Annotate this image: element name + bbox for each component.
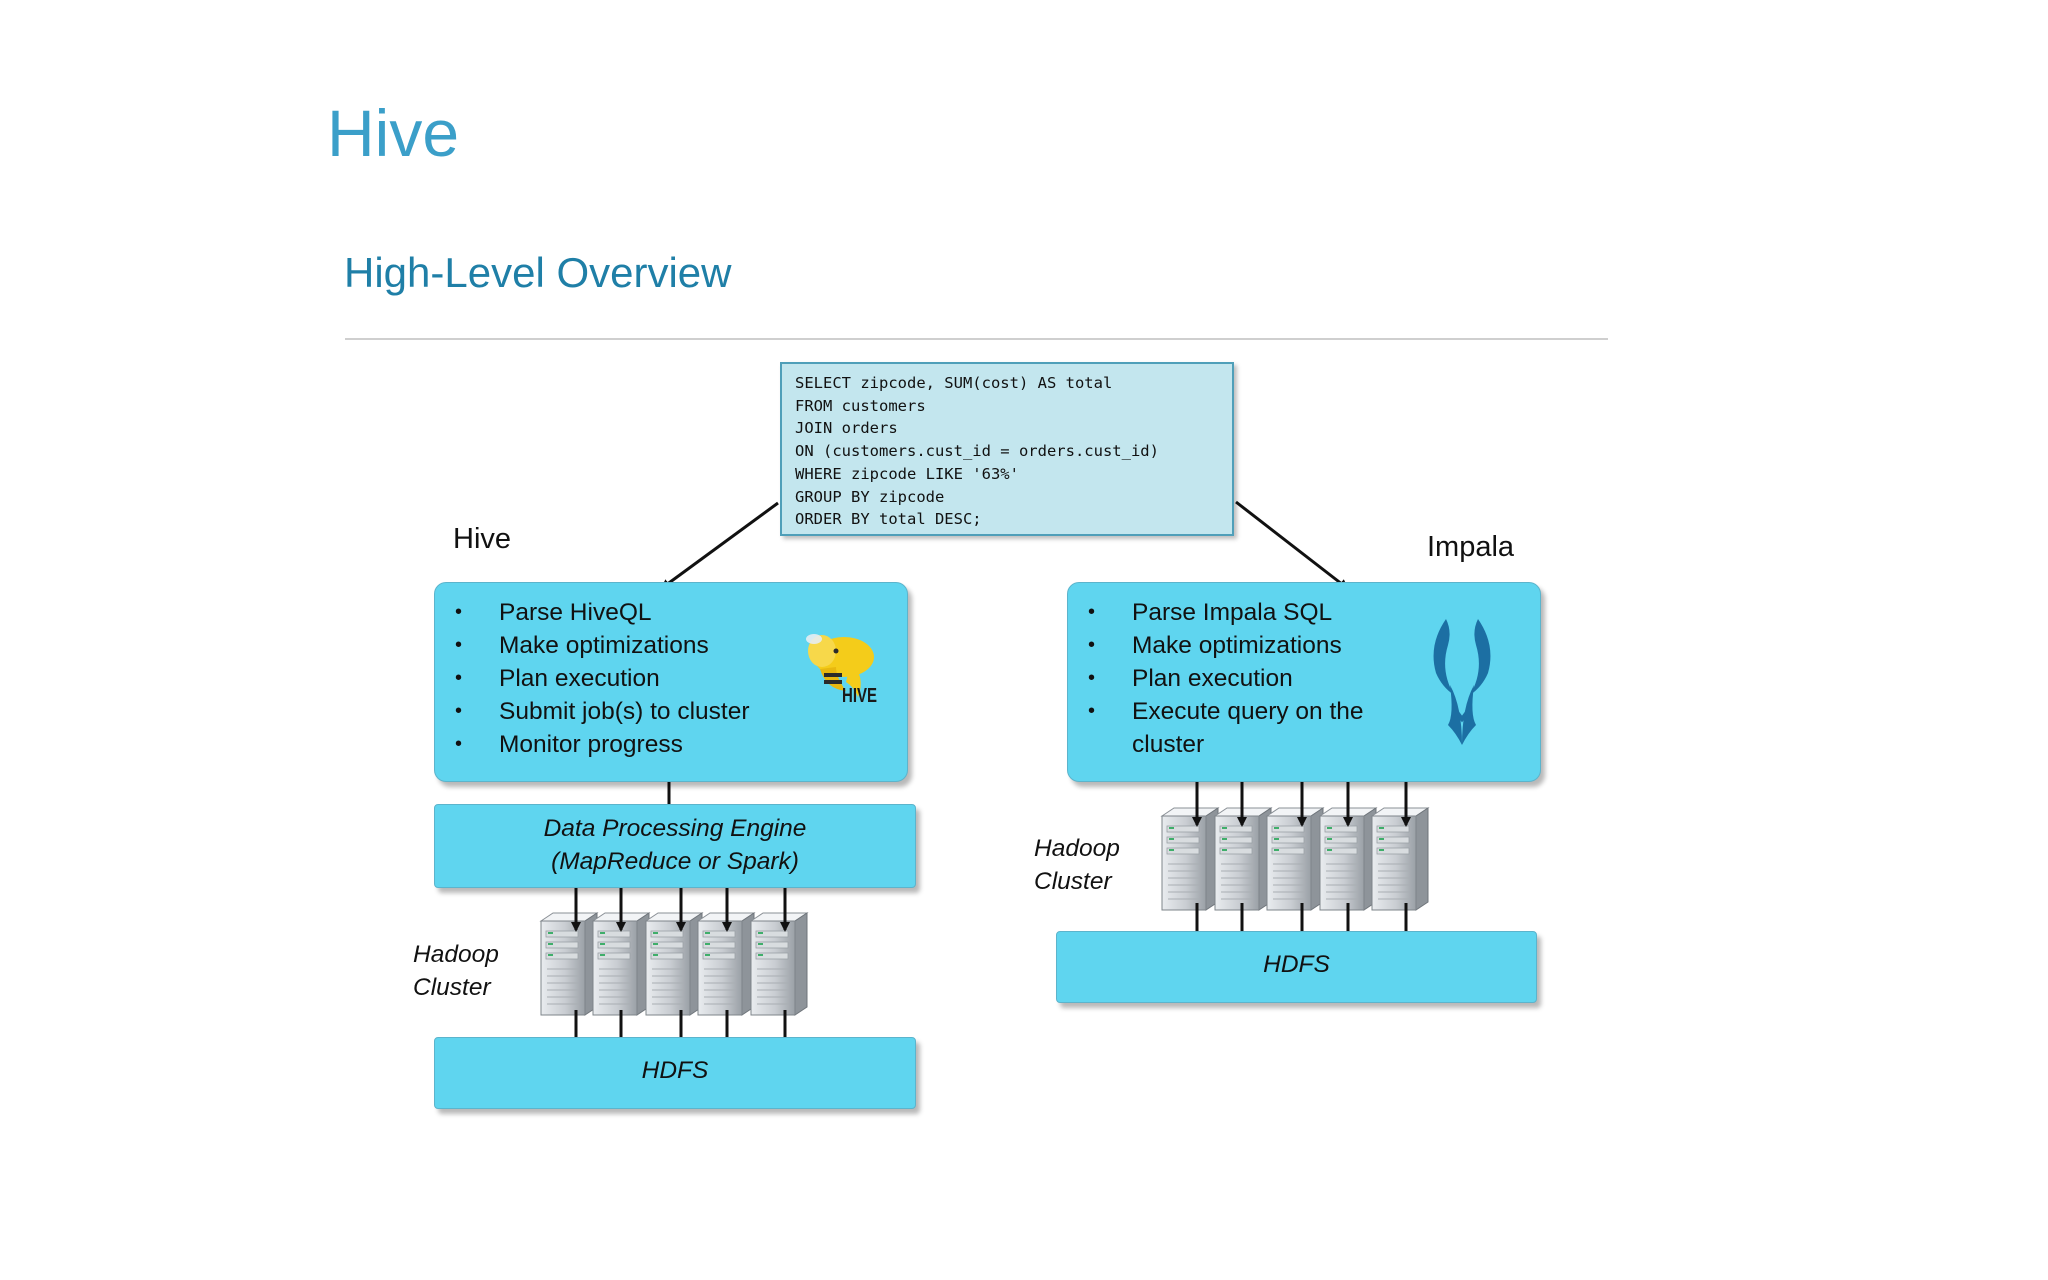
flow-arrow [1235, 500, 1349, 590]
engine-line-2: (MapReduce or Spark) [551, 848, 799, 875]
impala-logo-icon [1426, 615, 1498, 759]
impala-steps-box: Parse Impala SQLMake optimizationsPlan e… [1067, 582, 1541, 782]
server-icon [1160, 807, 1220, 911]
impala-hdfs-box: HDFS [1056, 931, 1537, 1003]
impala-path-label: Impala [1427, 531, 1515, 563]
impala-cluster-label: Hadoop Cluster [1034, 832, 1120, 898]
flow-arrow [660, 501, 779, 590]
hive-cluster-label: Hadoop Cluster [413, 938, 499, 1004]
step-item: Parse HiveQL [435, 596, 907, 629]
hive-cluster-line-1: Hadoop [413, 941, 499, 968]
step-item: Parse Impala SQL [1068, 596, 1540, 629]
server-icon [539, 912, 599, 1016]
server-icon [644, 912, 704, 1016]
sql-line: SELECT zipcode, SUM(cost) AS total [795, 374, 1113, 392]
page-title: Hive [327, 96, 460, 170]
sql-line: WHERE zipcode LIKE '63%' [795, 464, 1019, 483]
impala-cluster-line-2: Cluster [1034, 868, 1112, 895]
server-icon [749, 912, 809, 1016]
sql-line: FROM customers [795, 396, 926, 415]
impala-hadoop-servers [1160, 807, 1430, 911]
sql-line: JOIN orders [795, 419, 898, 438]
hive-hadoop-servers [539, 912, 809, 1016]
step-item: Monitor progress [435, 728, 907, 761]
step-item: Submit job(s) to cluster [435, 695, 907, 728]
impala-hdfs-label: HDFS [1263, 951, 1330, 978]
hive-hdfs-label: HDFS [641, 1057, 709, 1084]
step-item: Plan execution [1068, 662, 1540, 695]
server-icon [1265, 807, 1325, 911]
server-icon [1370, 807, 1430, 911]
sql-line: GROUP BY zipcode [795, 487, 945, 506]
hive-logo-text: HIVE [842, 685, 878, 707]
step-item: Make optimizations [435, 629, 907, 662]
hive-cluster-line-2: Cluster [413, 974, 491, 1001]
impala-steps-list: Parse Impala SQLMake optimizationsPlan e… [1068, 596, 1540, 761]
data-processing-engine-box: Data Processing Engine (MapReduce or Spa… [434, 804, 916, 888]
step-item: Make optimizations [1068, 629, 1540, 662]
hive-logo-icon: HIVE [796, 627, 896, 715]
engine-line-1: Data Processing Engine [543, 815, 807, 842]
impala-cluster-line-1: Hadoop [1034, 835, 1120, 862]
step-item: Execute query on the [1068, 695, 1540, 728]
step-item: Plan execution [435, 662, 907, 695]
server-icon [696, 912, 756, 1016]
hive-path-label: Hive [453, 523, 512, 555]
title-divider [345, 338, 1608, 340]
hive-steps-list: Parse HiveQLMake optimizationsPlan execu… [435, 596, 907, 761]
hive-hdfs-box: HDFS [434, 1037, 916, 1109]
section-title: High-Level Overview [344, 249, 732, 296]
step-item: cluster [1132, 731, 1205, 758]
sql-line: ON (customers.cust_id = orders.cust_id) [795, 442, 1159, 461]
sql-line: ORDER BY total DESC; [795, 510, 982, 529]
hive-steps-box: Parse HiveQLMake optimizationsPlan execu… [434, 582, 908, 782]
